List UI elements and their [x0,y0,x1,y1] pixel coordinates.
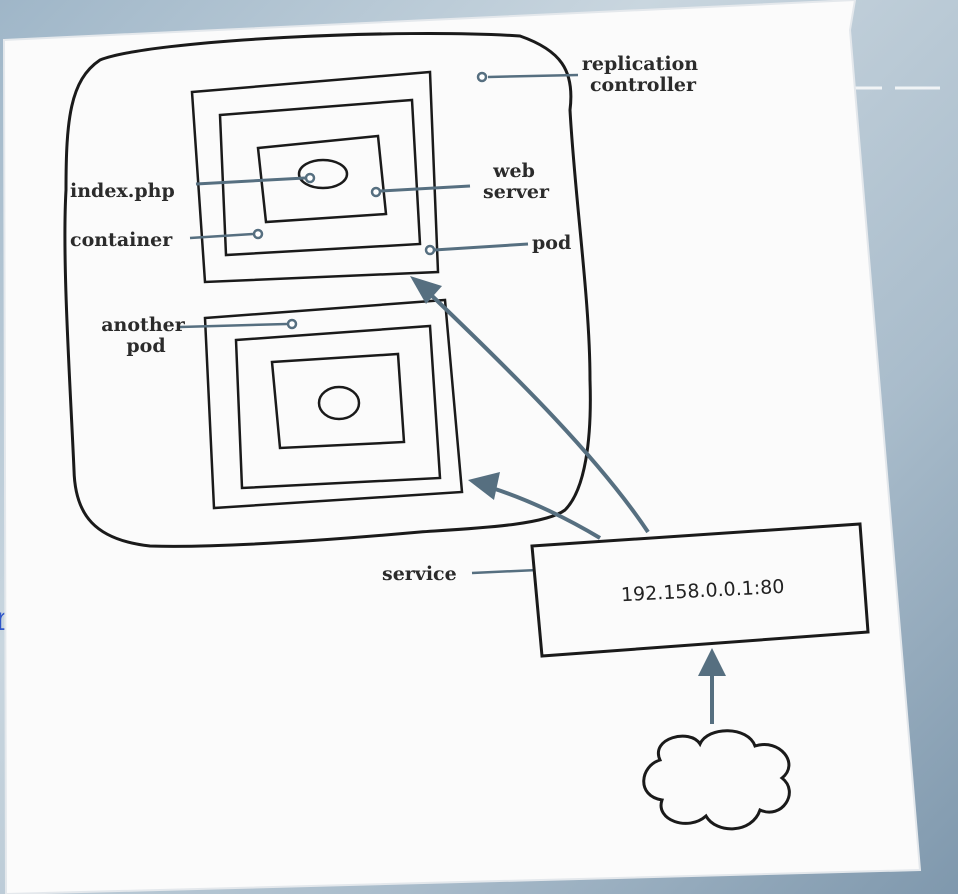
pod-1-outer-box [190,70,440,284]
arrow-service-to-pod [426,290,650,534]
web-server-label-line2: server [483,181,550,203]
pod-2 [203,298,464,510]
internet-cloud [642,729,791,831]
replication-controller-label-line2: controller [590,74,697,96]
arrow-service-to-another-pod [491,486,602,540]
web-server-box [256,134,388,224]
another-pod-label-line2: pod [126,335,165,357]
service-label: service [382,563,457,585]
pod-1 [190,70,440,284]
arrow-head-another-pod [468,472,500,500]
replication-controller-boundary [63,32,592,548]
paper-sheet [2,0,922,894]
pod-label: pod [532,232,571,254]
container-box [218,98,422,257]
index-php-file [297,158,349,190]
service-box [530,522,870,658]
index-php-label: index.php [70,180,175,202]
another-pod-outer-box [203,298,464,510]
another-index-php-file [317,385,361,421]
another-pod-label: another [101,314,185,336]
arrow-head-pod [410,276,442,304]
another-web-server-box [270,352,406,450]
arrows [410,276,726,724]
container-label: container [70,229,173,251]
another-container-box [234,324,442,490]
replication-controller-label: replication [582,53,698,75]
leader-lines [179,71,591,575]
web-server-label: web [492,160,535,182]
arrow-head-service [698,648,726,676]
